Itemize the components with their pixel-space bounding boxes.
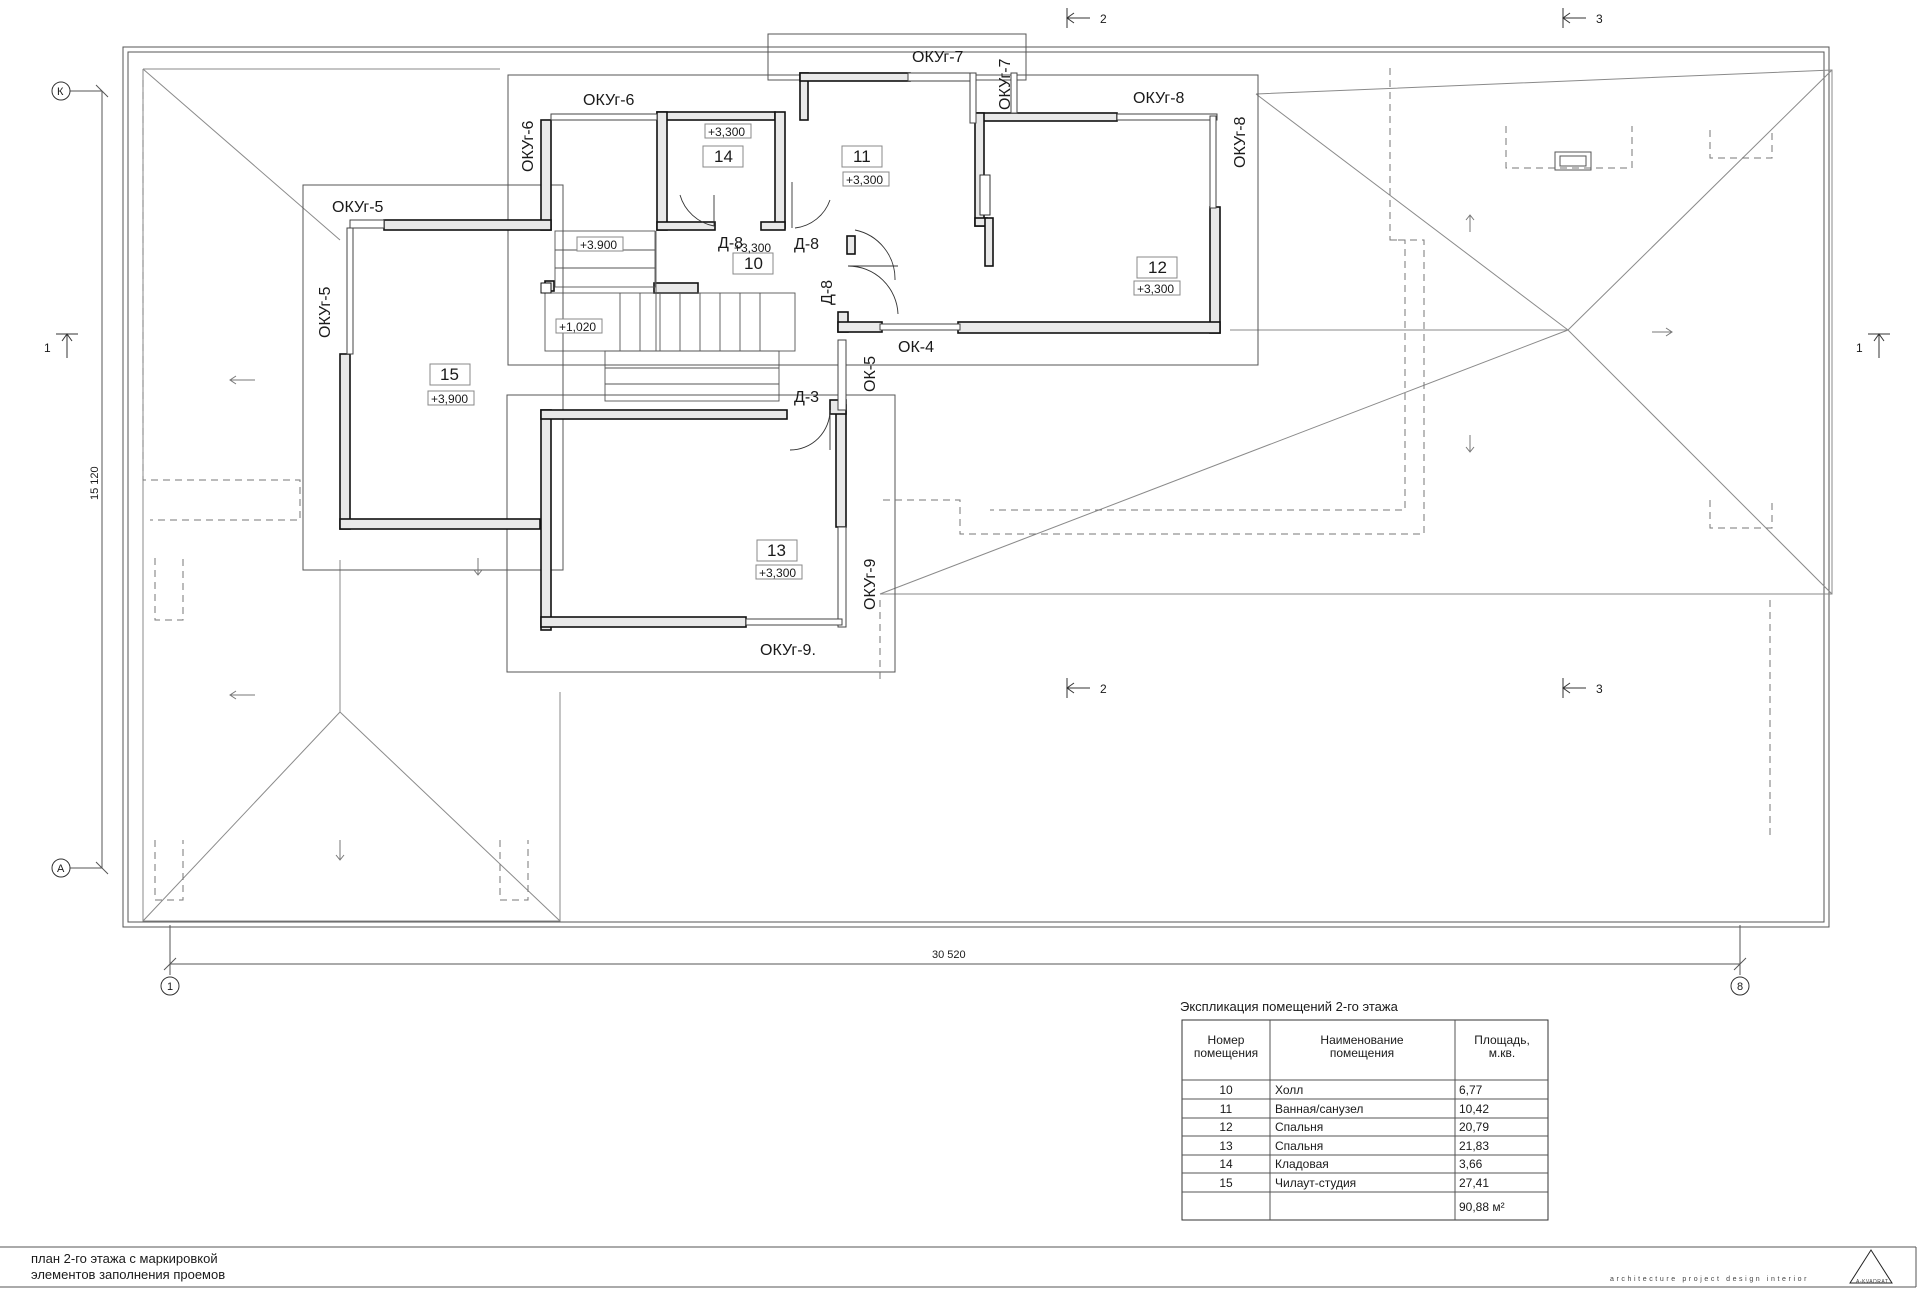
label-okug6-vertical: ОКУг-6 [520, 120, 537, 172]
table-cell: Чилаут-студия [1275, 1176, 1356, 1190]
room-11-elevation: +3,300 [846, 173, 883, 187]
slope-arrows [229, 214, 1673, 861]
section-cuts [56, 8, 1890, 698]
table-cell: 6,77 [1459, 1083, 1483, 1097]
table-cell: Спальня [1275, 1120, 1323, 1134]
brand-tagline: architecture project design interior [1610, 1276, 1809, 1283]
room-12-elevation: +3,300 [1137, 282, 1174, 296]
label-okug7: ОКУг-7 [912, 49, 964, 66]
label-okug9: ОКУг-9. [760, 642, 816, 659]
label-okug6: ОКУг-6 [583, 92, 635, 109]
label-okug8: ОКУг-8 [1133, 90, 1185, 107]
table-cell: 15 [1219, 1176, 1233, 1190]
roof-outline [122, 33, 1833, 928]
table-cell: 10 [1219, 1083, 1233, 1097]
room-10-elevation: +3,300 [734, 241, 771, 255]
title-strip: план 2-го этажа с маркировкой элементов … [0, 1246, 1917, 1288]
axis-k: К [57, 86, 64, 98]
cut-2-bottom: 2 [1100, 682, 1107, 696]
dimension-width: 30 520 [932, 949, 966, 961]
label-okug9-vertical: ОКУг-9 [862, 558, 879, 610]
label-okug5-vertical: ОКУг-5 [317, 286, 334, 338]
axis-a: А [57, 863, 65, 875]
cut-3-top: 3 [1596, 12, 1603, 26]
walls [339, 72, 1221, 631]
doors [679, 182, 899, 451]
cut-3-bottom: 3 [1596, 682, 1603, 696]
table-cell: Спальня [1275, 1139, 1323, 1153]
cut-1-left: 1 [44, 341, 51, 355]
stair [540, 174, 991, 402]
room-13-number: 13 [767, 541, 786, 560]
room-12-number: 12 [1148, 258, 1167, 277]
caption-line-1: план 2-го этажа с маркировкой [31, 1251, 218, 1266]
room-15-elevation: +3,900 [431, 392, 468, 406]
label-d8-c: Д-8 [819, 280, 836, 305]
table-cell: Кладовая [1275, 1157, 1329, 1171]
table-cell: Холл [1275, 1083, 1303, 1097]
table-cell: 14 [1219, 1157, 1233, 1171]
caption-line-2: элементов заполнения проемов [31, 1267, 225, 1282]
room-14-elevation: +3,300 [708, 125, 745, 139]
cut-1-right: 1 [1856, 341, 1863, 355]
axis-8: 8 [1737, 981, 1743, 993]
table-cell: 13 [1219, 1139, 1233, 1153]
header-area: Площадь,м.кв. [1474, 1033, 1530, 1060]
axes: К А 15 120 1 8 30 520 [51, 81, 1750, 996]
room-14-number: 14 [714, 147, 733, 166]
table-cell: 11 [1220, 1102, 1233, 1116]
label-ok4: ОК-4 [898, 339, 934, 356]
table-cell: Ванная/санузел [1275, 1102, 1363, 1116]
table-cell: 20,79 [1459, 1120, 1489, 1134]
table-cell: 21,83 [1459, 1139, 1489, 1153]
room-15-number: 15 [440, 365, 459, 384]
dimension-height: 15 120 [89, 466, 101, 500]
table-cell: 3,66 [1459, 1157, 1483, 1171]
brand-logo-text: A-KVADRAT [1856, 1279, 1888, 1285]
stair-landing-elevation: +1,020 [559, 320, 596, 334]
table-total-area: 90,88 м² [1459, 1200, 1505, 1214]
label-okug7-vertical: ОКУг-7 [997, 58, 1014, 110]
label-ok5: ОК-5 [862, 356, 879, 392]
room-10-number: 10 [744, 254, 763, 273]
table-cell: 27,41 [1459, 1176, 1489, 1190]
label-okug5: ОКУг-5 [332, 199, 384, 216]
opening-labels: ОКУг-7 ОКУг-7 ОКУг-6 ОКУг-6 ОКУг-8 ОКУг-… [317, 49, 1249, 659]
table-cell: 12 [1219, 1120, 1233, 1134]
terrace-elevation: +3.900 [580, 238, 617, 252]
axis-1: 1 [167, 981, 173, 993]
hidden-lines [142, 68, 1773, 901]
label-d8-a: Д-8 [718, 235, 743, 252]
windows [346, 72, 1218, 628]
label-d3: Д-3 [794, 389, 819, 406]
cut-2-top: 2 [1100, 12, 1107, 26]
table-title: Экспликация помещений 2-го этажа [1180, 999, 1399, 1014]
label-okug8-vertical: ОКУг-8 [1232, 116, 1249, 168]
table-cell: 10,42 [1459, 1102, 1489, 1116]
room-markers: 14 +3,300 11 +3,300 10 +3,300 12 +3,300 … [427, 123, 1181, 580]
label-d8-b: Д-8 [794, 236, 819, 253]
room-13-elevation: +3,300 [759, 566, 796, 580]
room-11-number: 11 [853, 147, 871, 166]
section-cut-labels: 2 3 2 3 1 1 [44, 12, 1863, 696]
brand-logo: A-KVADRAT [1849, 1249, 1893, 1285]
